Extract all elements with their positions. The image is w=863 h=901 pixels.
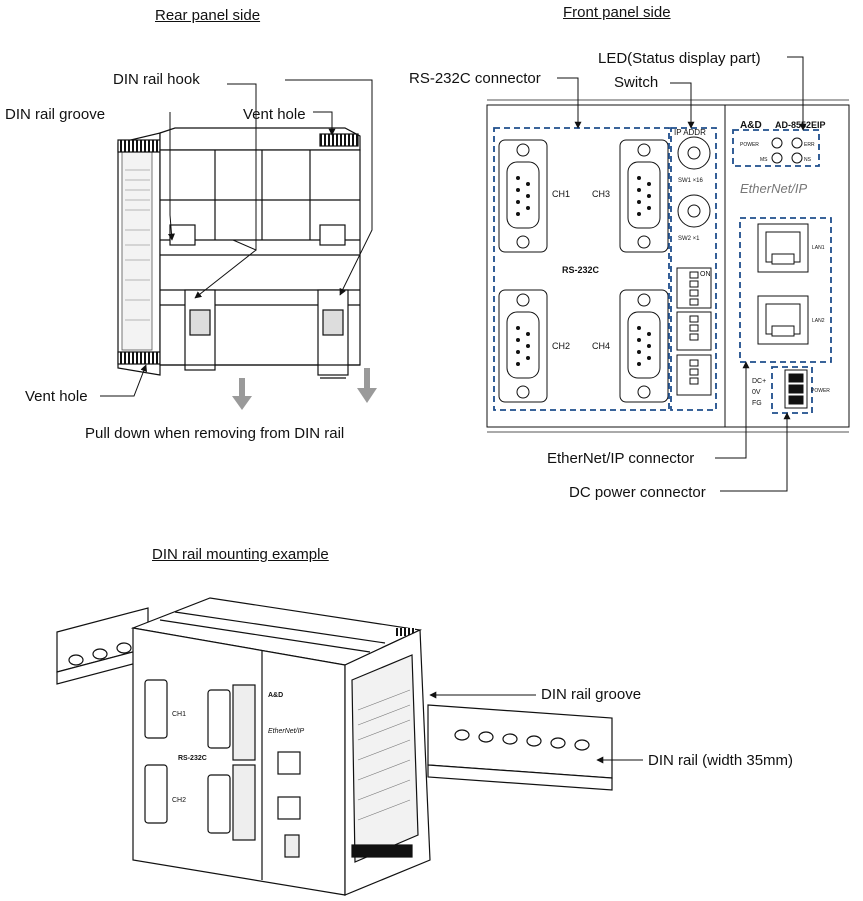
panel-lan1: LAN1 xyxy=(812,245,825,251)
panel-led-ms: MS xyxy=(760,157,768,163)
mount-db9-ch1 xyxy=(144,679,168,739)
mount-rj45-1 xyxy=(277,751,301,775)
mount-front xyxy=(132,627,346,896)
mount-db9-ch3 xyxy=(207,689,231,749)
mount-rs232c: RS-232C xyxy=(178,755,207,762)
mount-leaders xyxy=(429,691,643,764)
mount-rj45-2 xyxy=(277,796,301,820)
panel-led-err: ERR xyxy=(804,142,815,148)
label-led: LED(Status display part) xyxy=(598,50,761,67)
rear-leaders xyxy=(100,79,373,397)
panel-rs232c: RS-232C xyxy=(562,265,600,275)
label-vent-hole-top: Vent hole xyxy=(243,106,306,123)
panel-led-ns: NS xyxy=(804,157,812,163)
panel-sw1: SW1 ×16 xyxy=(678,178,704,184)
panel-brand: A&D xyxy=(740,120,762,131)
db9-ch2 xyxy=(498,289,548,403)
panel-ch1: CH1 xyxy=(552,189,570,199)
front-leaders xyxy=(557,56,807,492)
panel-power: POWER xyxy=(811,388,830,394)
led-box xyxy=(732,129,820,167)
panel-ch4: CH4 xyxy=(592,341,610,351)
panel-ch3: CH3 xyxy=(592,189,610,199)
panel-on: ON xyxy=(700,271,711,278)
panel-ethernetip: EtherNet/IP xyxy=(740,181,808,196)
mount-db9-ch4 xyxy=(207,774,231,834)
db9-ch4 xyxy=(619,289,669,403)
led-err xyxy=(791,137,803,149)
dc-box xyxy=(771,366,813,414)
label-vent-hole-bottom: Vent hole xyxy=(25,388,88,405)
mount-dc-terminal xyxy=(284,834,300,858)
mount-panel-text: CH1 CH2 RS-232C A&D EtherNet/IP xyxy=(172,692,305,804)
led-ns xyxy=(791,152,803,164)
rs232c-box xyxy=(493,127,670,411)
rear-device xyxy=(117,127,361,379)
label-switch: Switch xyxy=(614,74,659,91)
label-dc-power-connector: DC power connector xyxy=(569,484,706,501)
pull-down-arrows xyxy=(232,368,377,410)
mount-ch2: CH2 xyxy=(172,797,186,804)
panel-lan2: LAN2 xyxy=(812,318,825,324)
panel-sw2: SW2 ×1 xyxy=(678,236,700,242)
panel-0v: 0V xyxy=(752,389,761,396)
panel-ch2: CH2 xyxy=(552,341,570,351)
mounting-example-title: DIN rail mounting example xyxy=(152,546,329,563)
front-panel-title: Front panel side xyxy=(563,4,671,21)
led-power xyxy=(771,137,783,149)
label-ethernet-connector: EtherNet/IP connector xyxy=(547,450,695,467)
label-din-rail-groove-rear: DIN rail groove xyxy=(5,106,106,123)
label-pull-down: Pull down when removing from DIN rail xyxy=(85,425,345,442)
panel-dc-plus: DC+ xyxy=(752,378,766,385)
panel-led-power: POWER xyxy=(740,142,759,148)
mounted-device xyxy=(130,597,431,896)
db9-ch3 xyxy=(619,139,669,253)
panel-ip-addr: IP ADDR xyxy=(674,128,706,137)
led-ms xyxy=(771,152,783,164)
ethernet-box xyxy=(739,217,832,363)
mount-brand: A&D xyxy=(268,692,283,699)
label-din-rail-width: DIN rail (width 35mm) xyxy=(648,752,794,769)
din-rail xyxy=(56,607,613,791)
rear-panel-title: Rear panel side xyxy=(155,7,261,24)
panel-model: AD-8552EIP xyxy=(775,120,826,130)
front-panel-text: CH1 CH3 CH2 CH4 RS-232C IP ADDR SW1 ×16 … xyxy=(552,120,830,407)
panel-fg: FG xyxy=(752,400,762,407)
mount-db9-ch2 xyxy=(144,764,168,824)
mount-ch1: CH1 xyxy=(172,711,186,718)
label-din-rail-groove-mount: DIN rail groove xyxy=(541,686,642,703)
mount-ethernetip: EtherNet/IP xyxy=(268,728,305,735)
db9-ch1 xyxy=(498,139,548,253)
label-din-rail-hook: DIN rail hook xyxy=(113,71,200,88)
front-dashed-boxes xyxy=(493,127,832,414)
front-panel xyxy=(486,99,850,433)
label-rs232c-connector: RS-232C connector xyxy=(409,70,541,87)
